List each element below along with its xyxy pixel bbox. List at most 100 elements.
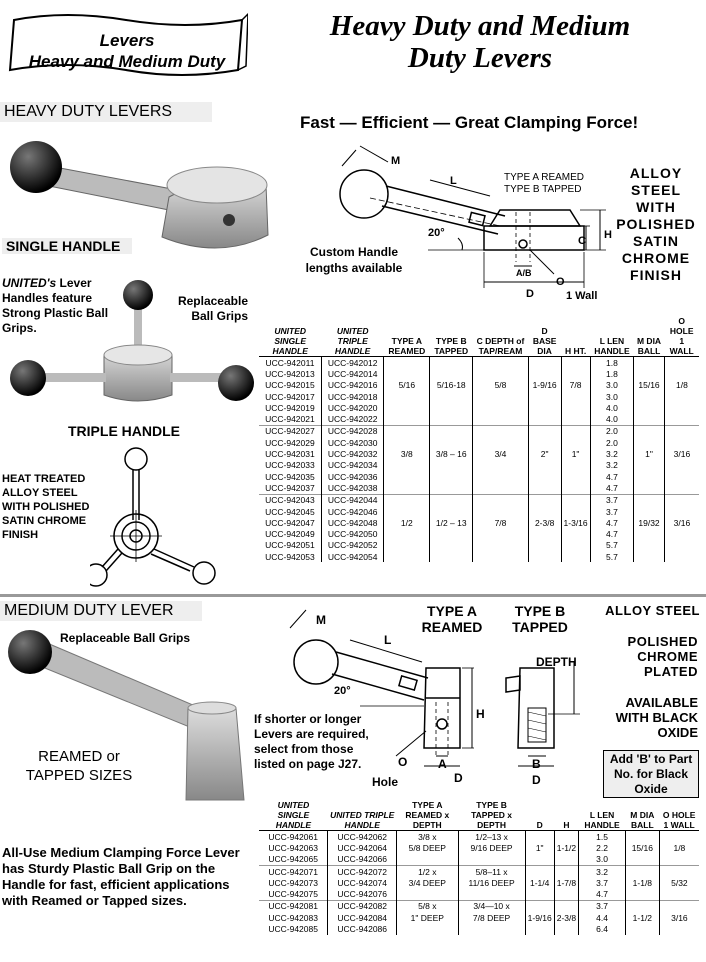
banner-line1: Levers: [99, 31, 155, 50]
medium-duty-heading: MEDIUM DUTY LEVER: [0, 601, 202, 621]
table-cell: 15/16: [633, 379, 665, 391]
table-cell: 5/16-18: [429, 379, 474, 391]
alloy-line: STEEL: [630, 182, 682, 198]
alloy-line: CHROME: [621, 250, 691, 266]
diagram-d-label: D: [526, 288, 534, 300]
diagram-o-label: O: [556, 276, 565, 288]
table-cell: [383, 528, 431, 540]
table-cell: UCC-942032: [321, 448, 385, 460]
table-cell: 1/2 – 13: [429, 517, 474, 529]
table-cell: [633, 551, 665, 563]
table-cell: [561, 424, 591, 438]
table-cell: [383, 424, 431, 438]
table-cell: UCC-942021: [259, 413, 322, 426]
table-cell: [659, 831, 699, 843]
alloy-line: WITH: [636, 199, 676, 215]
table-cell: [561, 459, 591, 471]
table-cell: 3/4 DEEP: [396, 877, 459, 889]
table-cell: [625, 830, 660, 843]
table-cell: UCC-942038: [321, 482, 385, 495]
table-cell: [429, 459, 474, 471]
table-cell: 1/8: [673, 842, 686, 853]
table-cell: 2-3/8: [528, 517, 562, 529]
table-cell: 15/16: [625, 842, 660, 854]
heavy-alloy-text: ALLOY STEEL WITH POLISHED SATIN CHROME F…: [616, 165, 696, 284]
medium-dimension-diagram: M L 20° H A B D D DEPTH O Hole: [289, 609, 580, 789]
table-cell: 1" DEEP: [396, 912, 459, 924]
table-cell: [554, 888, 580, 901]
table-cell: [383, 402, 431, 414]
table-cell: UCC-942047: [259, 517, 322, 529]
table-cell: [664, 482, 699, 494]
table-cell: [472, 356, 529, 369]
table-cell: UCC-942061: [259, 830, 329, 843]
table-cell: [561, 413, 591, 426]
banner-text: Levers Heavy and Medium Duty: [6, 30, 248, 72]
table-cell: [528, 356, 562, 369]
table-cell: 1": [561, 448, 591, 460]
type-b-tapped: TYPE B TAPPED: [512, 603, 568, 635]
banner-line2: Heavy and Medium Duty: [28, 52, 226, 71]
table-cell: 4.7: [590, 482, 635, 495]
table-cell: UCC-942037: [259, 482, 322, 495]
table-cell: 2.0: [590, 437, 635, 449]
table-cell: [625, 853, 660, 866]
table-cell: 1-3/16: [561, 517, 591, 529]
heavy-dimension-diagram: M L TYPE A REAMED TYPE B TAPPED C H 20° …: [339, 145, 612, 302]
medium-replaceable-ball-grips: Replaceable Ball Grips: [60, 631, 191, 645]
table-cell: [664, 413, 699, 425]
table-cell: 3.7: [590, 505, 635, 518]
table-cell: [561, 493, 591, 506]
table-cell: [633, 528, 665, 540]
table-cell: [528, 470, 562, 483]
diagram-h-label: H: [604, 229, 612, 241]
table-cell: 1.5: [578, 830, 626, 843]
table-cell: UCC-942052: [321, 539, 385, 552]
table-cell: 3.2: [590, 459, 635, 471]
medium-diagram-o: O: [398, 755, 407, 769]
table-cell: [396, 853, 459, 866]
table-cell: UCC-942015: [259, 379, 322, 391]
table-header-row: UNITED SINGLE HANDLE UNITED TRIPLE HANDL…: [259, 316, 699, 357]
table-cell: [625, 923, 660, 935]
heat-treated-text: HEAT TREATED ALLOY STEEL WITH POLISHED S…: [2, 473, 90, 541]
table-cell: [396, 888, 459, 901]
table-cell: [429, 356, 474, 369]
table-cell: [472, 528, 529, 540]
table-cell: [664, 506, 699, 517]
table-cell: [659, 888, 699, 900]
table-cell: 3/4—10 x: [458, 899, 526, 913]
table-cell: [525, 923, 555, 935]
table-cell: [633, 539, 665, 552]
table-cell: [429, 528, 474, 540]
table-cell: [561, 437, 591, 449]
table-cell: [554, 864, 580, 878]
add-b-note: Add 'B' to Part No. for Black Oxide: [603, 750, 699, 798]
table-header: TYPE B TAPPED: [429, 316, 473, 357]
table-header: L LEN HANDLE: [578, 800, 626, 831]
table-header: C DEPTH of TAP/REAM: [472, 316, 529, 357]
table-cell: 3.7: [578, 899, 626, 913]
diagram-ab-label: A/B: [516, 268, 532, 278]
medium-diagram-depth: DEPTH: [536, 655, 577, 669]
table-cell: 11/16 DEEP: [458, 877, 526, 889]
table-cell: [561, 539, 591, 552]
table-cell: UCC-942033: [259, 459, 322, 471]
united-description: Lever Handles feature Strong Plastic Bal…: [2, 276, 109, 335]
table-cell: UCC-942030: [321, 437, 385, 449]
table-cell: UCC-942074: [327, 877, 398, 889]
table-cell: 4.4: [578, 912, 626, 924]
table-cell: [664, 460, 699, 471]
table-cell: UCC-942048: [321, 517, 385, 529]
table-cell: 4.7: [590, 517, 635, 529]
